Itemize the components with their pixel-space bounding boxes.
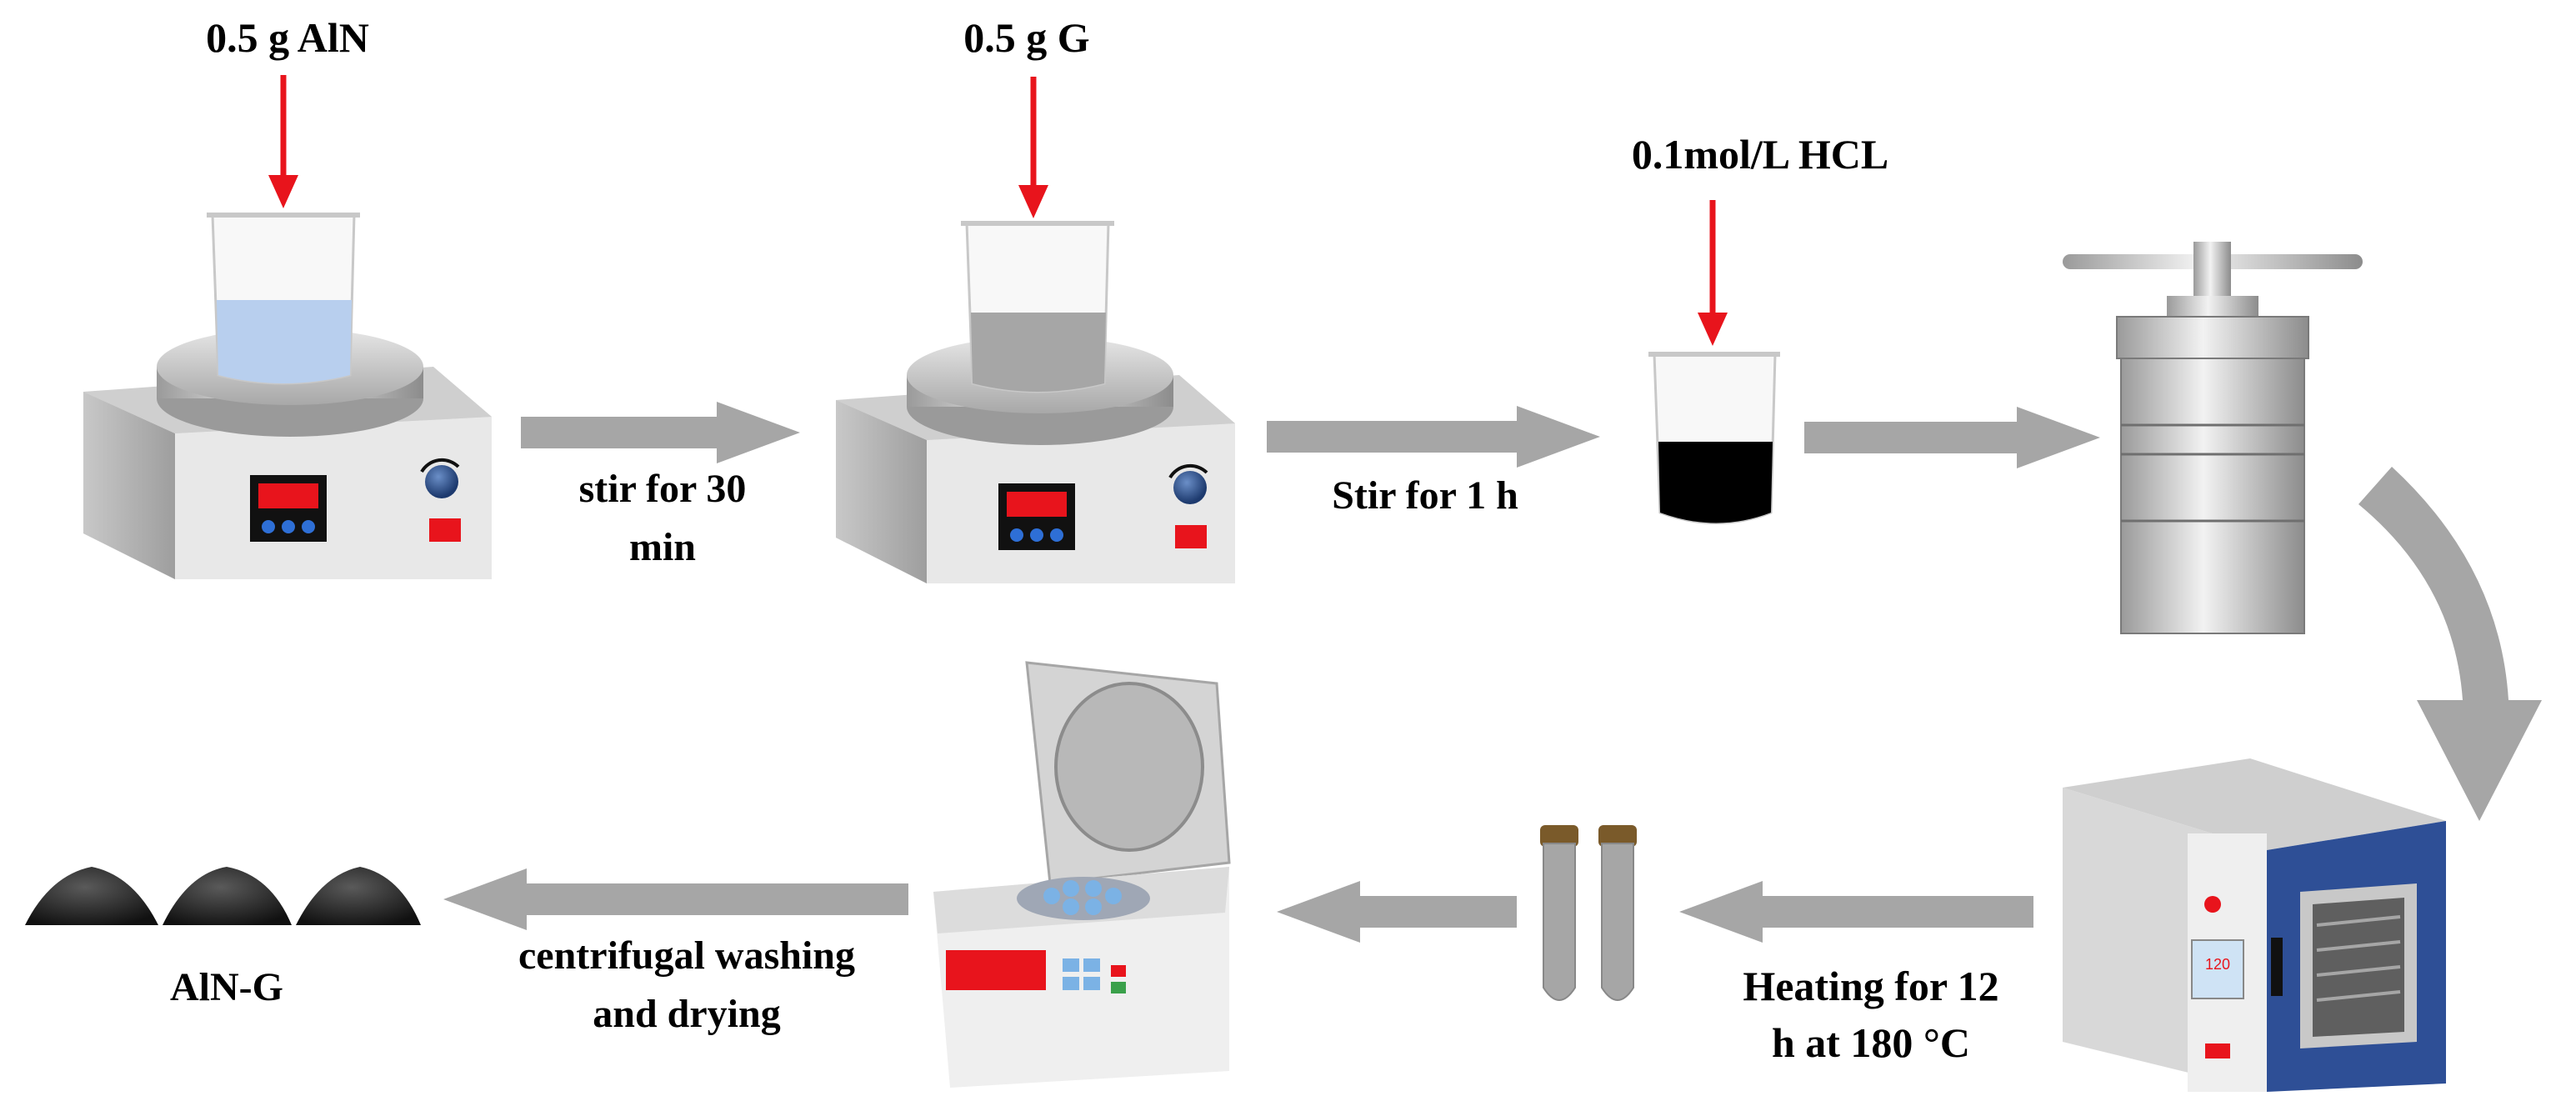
- beaker-hcl-mixture: [1648, 352, 1780, 524]
- oven-temperature-readout: 120: [2205, 956, 2230, 973]
- flow-arrow-3: [1804, 407, 2100, 468]
- product-piles: [25, 867, 421, 925]
- hotplate-stirrer-2: [836, 337, 1235, 583]
- label-product: AlN-G: [170, 965, 283, 1009]
- label-stir-30-line1: stir for 30: [579, 467, 747, 511]
- knob-icon: [1173, 471, 1207, 504]
- label-stir-30-line2: min: [629, 525, 696, 569]
- label-aln-amount: 0.5 g AlN: [206, 14, 369, 61]
- flow-arrow-2: [1267, 406, 1600, 468]
- label-heating-line2: h at 180 °C: [1772, 1019, 1970, 1066]
- red-arrow-g: [1018, 77, 1048, 218]
- red-arrow-aln: [268, 75, 298, 208]
- indicator-icon: [2204, 896, 2221, 913]
- hydrothermal-autoclave: [2063, 242, 2363, 634]
- label-heating-line1: Heating for 12: [1743, 963, 1998, 1009]
- test-tubes: [1540, 825, 1637, 1001]
- flow-arrow-1: [521, 402, 800, 463]
- label-washing-line1: centrifugal washing: [518, 933, 855, 978]
- oven-handle: [2271, 938, 2283, 996]
- power-switch-icon: [1175, 525, 1207, 548]
- oven-display: [2191, 939, 2244, 999]
- beaker-g: [961, 221, 1114, 393]
- knob-icon: [425, 465, 458, 498]
- flow-arrow-curved: [2358, 467, 2542, 821]
- label-hcl: 0.1mol/L HCL: [1632, 131, 1888, 178]
- centrifuge-display: [946, 950, 1046, 990]
- drying-oven: 120: [2063, 758, 2446, 1092]
- red-arrow-hcl: [1698, 200, 1728, 346]
- label-stir-1h: Stir for 1 h: [1332, 473, 1518, 518]
- flow-arrow-4: [1679, 881, 2033, 943]
- label-g-amount: 0.5 g G: [963, 14, 1089, 61]
- flow-arrow-5: [1277, 881, 1517, 943]
- label-washing-line2: and drying: [593, 992, 780, 1036]
- power-switch-icon: [429, 518, 461, 542]
- centrifuge: [933, 661, 1231, 1088]
- beaker-aln: [207, 213, 360, 385]
- flow-arrow-6: [443, 868, 908, 930]
- oven-switch-icon: [2205, 1043, 2230, 1058]
